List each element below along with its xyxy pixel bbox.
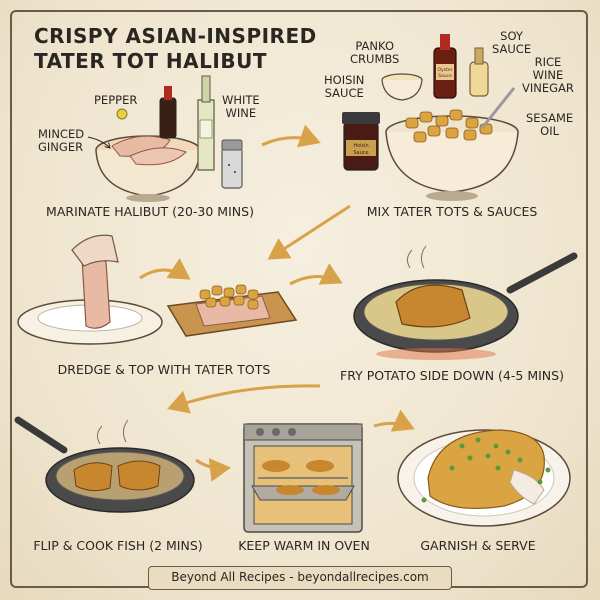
arrow-dredge-to-board — [139, 258, 191, 280]
step-6-caption: Keep Warm in Oven — [238, 538, 370, 553]
garnish-plate-illustration — [397, 429, 571, 527]
label-white-wine-line-1: White — [222, 93, 260, 107]
arrow-step4-to-step5 — [167, 384, 321, 414]
arrow-step1-to-step2 — [261, 124, 321, 148]
pepper-shaker-icon — [221, 139, 243, 189]
rice-wine-bottle-icon — [469, 47, 489, 97]
arrow-step3-to-step4 — [289, 263, 343, 286]
step-4-caption: Fry Potato Side Down (4-5 mins) — [340, 368, 564, 383]
label-minced-ginger-line-2: Ginger — [38, 140, 84, 154]
label-rice-wine-vinegar: Rice Wine Vinegar — [522, 56, 574, 95]
label-minced-ginger-line-1: Minced — [38, 127, 85, 141]
label-soy-sauce-line-2: Sauce — [492, 42, 532, 56]
step-1-caption: Marinate Halibut (20-30 mins) — [46, 204, 254, 219]
label-soy-sauce-line-1: Soy — [500, 29, 523, 43]
marinate-bowl-illustration — [95, 135, 201, 202]
oyster-label-line-2: Sauce — [438, 73, 452, 79]
label-white-wine-line-2: Wine — [225, 106, 257, 120]
page-title: Crispy Asian-Inspired Tater Tot Halibut — [34, 24, 317, 74]
soy-bottle-icon — [159, 86, 177, 139]
step-7-caption: Garnish & Serve — [420, 538, 536, 553]
label-hoisin-sauce-line-2: Sauce — [324, 86, 364, 100]
label-rice-wine-vinegar-line-1: Rice — [534, 55, 562, 69]
arrow-step6-to-step7 — [373, 409, 415, 432]
pepper-icon — [116, 108, 128, 120]
label-sesame-oil-line-2: Oil — [540, 124, 559, 138]
label-rice-wine-vinegar-line-3: Vinegar — [522, 81, 574, 95]
label-rice-wine-vinegar-line-2: Wine — [532, 68, 564, 82]
label-panko-crumbs-line-2: Crumbs — [350, 52, 400, 66]
white-wine-bottle-icon — [197, 75, 215, 171]
arrow-step5-to-step6 — [195, 458, 231, 482]
label-minced-ginger: Minced Ginger — [38, 128, 84, 154]
hoisin-jar-label-line-2: Sauce — [353, 150, 368, 156]
fry-pan-illustration — [353, 245, 578, 360]
mix-bowl-illustration — [385, 87, 519, 201]
label-sesame-oil-line-1: Sesame — [526, 111, 574, 125]
hoisin-jar-icon: Hoisin Sauce — [342, 112, 380, 171]
label-hoisin-sauce: Hoisin Sauce — [324, 74, 364, 100]
flip-pan-illustration — [14, 416, 195, 513]
label-white-wine: White Wine — [222, 94, 260, 120]
label-pepper: Pepper — [94, 93, 138, 107]
oyster-sauce-bottle-icon: Oyster Sauce — [433, 34, 457, 99]
footer-credit: Beyond All Recipes - beyondallrecipes.co… — [148, 566, 452, 590]
cutting-board-illustration — [166, 284, 298, 337]
dredge-plate-illustration — [17, 234, 163, 345]
panko-bowl-icon — [381, 73, 423, 101]
label-panko-crumbs: Panko Crumbs — [350, 40, 399, 66]
label-hoisin-sauce-line-1: Hoisin — [324, 73, 365, 87]
step-3-caption: Dredge & Top with Tater Tots — [57, 362, 271, 377]
arrow-step2-to-step3 — [267, 204, 351, 260]
hoisin-jar-label-line-1: Hoisin — [353, 143, 368, 149]
title-line-2: Tater Tot Halibut — [34, 49, 267, 73]
oyster-label-line-1: Oyster — [438, 67, 453, 73]
title-line-1: Crispy Asian-Inspired — [34, 24, 317, 48]
label-panko-crumbs-line-1: Panko — [355, 39, 394, 53]
label-soy-sauce: Soy Sauce — [492, 30, 531, 56]
step-5-caption: Flip & Cook Fish (2 mins) — [33, 538, 203, 553]
label-sesame-oil: Sesame Oil — [526, 112, 573, 138]
oven-illustration — [243, 423, 363, 533]
step-2-caption: Mix Tater Tots & Sauces — [366, 204, 538, 219]
